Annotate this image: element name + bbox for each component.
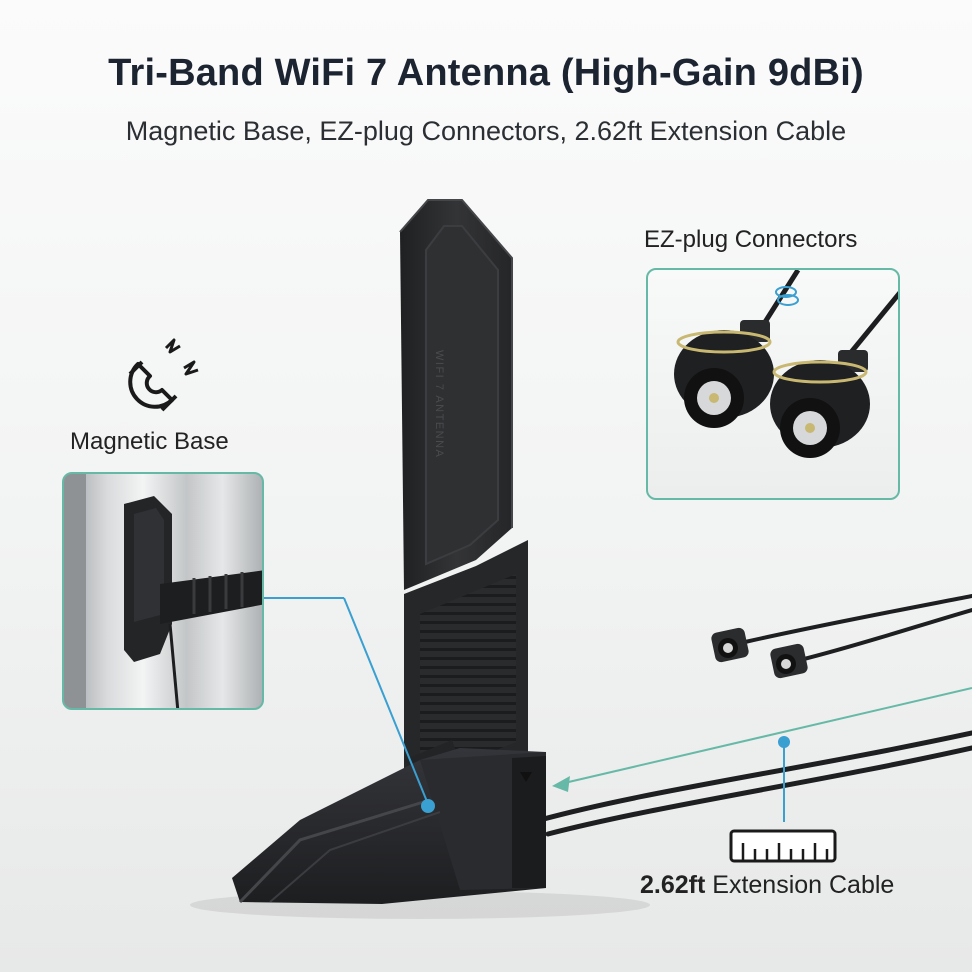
antenna-imprint: WIFI 7 ANTENNA	[433, 350, 445, 458]
cable-length-value: 2.62ft	[640, 871, 706, 899]
cable-length-leader	[552, 687, 972, 822]
cable-label-text: Extension Cable	[712, 871, 895, 899]
ez-plug-panel	[646, 268, 900, 500]
ez-plug-connector-left	[674, 320, 774, 428]
magnet-icon	[128, 338, 199, 412]
ez-plug-label: EZ-plug Connectors	[644, 226, 858, 253]
extension-cables	[537, 594, 972, 837]
page-subtitle: Magnetic Base, EZ-plug Connectors, 2.62f…	[125, 116, 847, 146]
extension-cable-label: 2.62ft Extension Cable	[640, 871, 894, 900]
magnetic-base-panel	[62, 472, 264, 710]
ez-plug-connector-right	[770, 350, 870, 458]
ruler-icon	[729, 829, 837, 863]
cable-connector-left	[711, 627, 749, 663]
cable-connector-right	[770, 643, 808, 679]
magnetic-base-leader	[264, 597, 435, 813]
antenna-body	[399, 199, 528, 808]
magnetic-base-label: Magnetic Base	[70, 428, 229, 455]
antenna-base	[232, 748, 546, 904]
page-title: Tri-Band WiFi 7 Antenna (High-Gain 9dBi)	[108, 52, 864, 94]
